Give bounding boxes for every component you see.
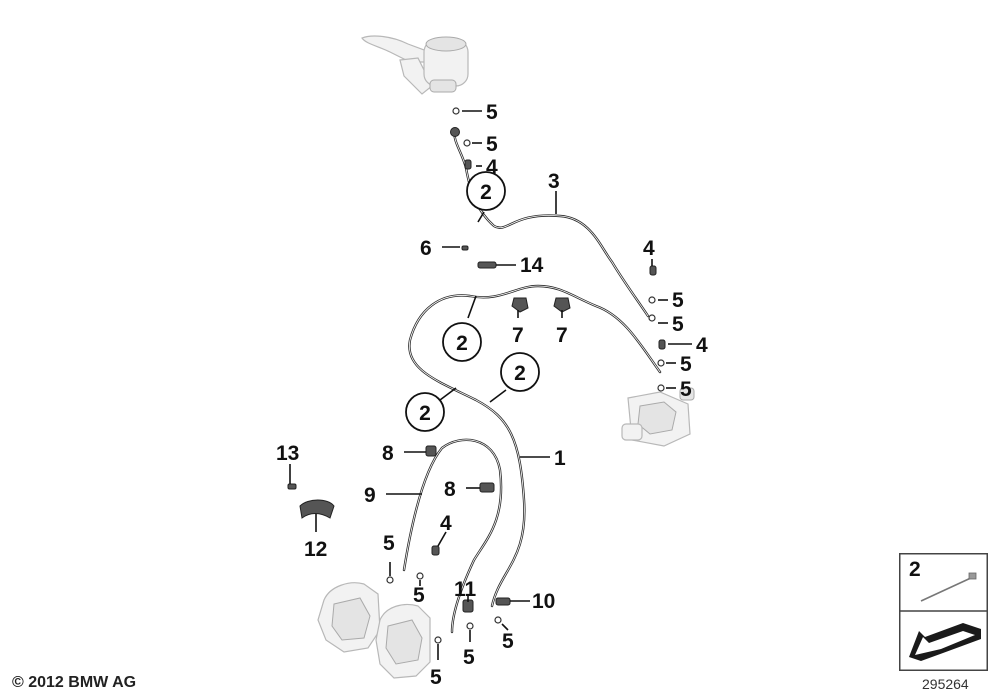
callout-label: 5: [680, 378, 692, 401]
callout-label: 13: [276, 442, 299, 465]
seal-washer: [434, 636, 442, 644]
callout-label: 5: [486, 101, 498, 124]
callout-label: 3: [548, 170, 560, 193]
screw: [287, 483, 297, 490]
legend-box: 2: [899, 553, 988, 671]
callout-label: 5: [502, 630, 514, 653]
cable-holder: [511, 297, 529, 313]
seal-washer: [416, 572, 424, 580]
hollow-bolt: [649, 265, 657, 276]
hose-bracket: [425, 445, 437, 457]
callout-label: 5: [672, 289, 684, 312]
cable-holder: [553, 297, 571, 313]
callout-label: 5: [413, 584, 425, 607]
legend-label: 2: [909, 558, 921, 581]
hose-bracket: [479, 482, 495, 493]
hollow-bolt: [658, 339, 666, 350]
banjo-fitting: [450, 127, 460, 137]
callout-label: 5: [383, 532, 395, 555]
callout-label: 5: [430, 666, 442, 689]
seal-washer: [386, 576, 394, 584]
callout-label: 5: [486, 133, 498, 156]
callout-label: 7: [556, 324, 568, 347]
callout-label: 6: [420, 237, 432, 260]
leader-lines: [289, 110, 692, 660]
callout-label: 4: [696, 334, 708, 357]
callout-label: 4: [486, 156, 498, 179]
brake-caliper-right-illustration: [375, 603, 431, 679]
circled-callout: 2: [405, 392, 445, 432]
svg-text:2: 2: [480, 181, 492, 204]
hose-clamp: [477, 261, 497, 269]
seal-washer: [648, 296, 656, 304]
seal-washer: [463, 139, 471, 147]
circled-callout: 2: [442, 322, 482, 362]
bleeder-screw: [495, 597, 511, 606]
clamp-strap: [299, 499, 335, 519]
cable-tie-icon: [920, 572, 977, 602]
callout-label: 14: [520, 254, 544, 277]
screw: [461, 245, 469, 251]
circled-callout: 2: [500, 352, 540, 392]
callout-label: 5: [680, 353, 692, 376]
callout-label: 11: [454, 578, 477, 601]
callout-label: 7: [512, 324, 524, 347]
svg-text:2: 2: [514, 362, 526, 385]
brake-hose-1: [408, 284, 662, 608]
callout-label: 4: [643, 237, 655, 260]
seal-washer: [452, 107, 460, 115]
master-cylinder-illustration: [361, 35, 469, 95]
callout-label: 1: [554, 447, 566, 470]
callout-label: 9: [364, 484, 376, 507]
svg-text:2: 2: [419, 402, 431, 425]
diagram-reference-number: 295264: [922, 676, 969, 692]
hollow-bolt: [431, 545, 440, 556]
seal-washer: [648, 314, 656, 322]
direction-arrow-icon: [909, 623, 981, 661]
callout-label: 10: [532, 590, 555, 613]
brake-caliper-left-illustration: [317, 582, 381, 653]
copyright-notice: © 2012 BMW AG: [12, 674, 137, 691]
brake-hose-9: [402, 438, 503, 634]
seal-washer: [657, 384, 665, 392]
callout-label: 5: [672, 313, 684, 336]
seal-washer: [494, 616, 502, 624]
callout-label: 12: [304, 538, 327, 561]
seal-washer: [466, 622, 474, 630]
callout-label: 4: [440, 512, 452, 535]
circled-callout: 2: [466, 171, 506, 211]
seal-washer: [657, 359, 665, 367]
abs-unit-illustration: [621, 387, 695, 447]
hollow-bolt: [464, 159, 472, 170]
callout-label: 8: [444, 478, 456, 501]
svg-text:2: 2: [456, 332, 468, 355]
callout-label: 5: [463, 646, 475, 669]
callout-label: 8: [382, 442, 394, 465]
